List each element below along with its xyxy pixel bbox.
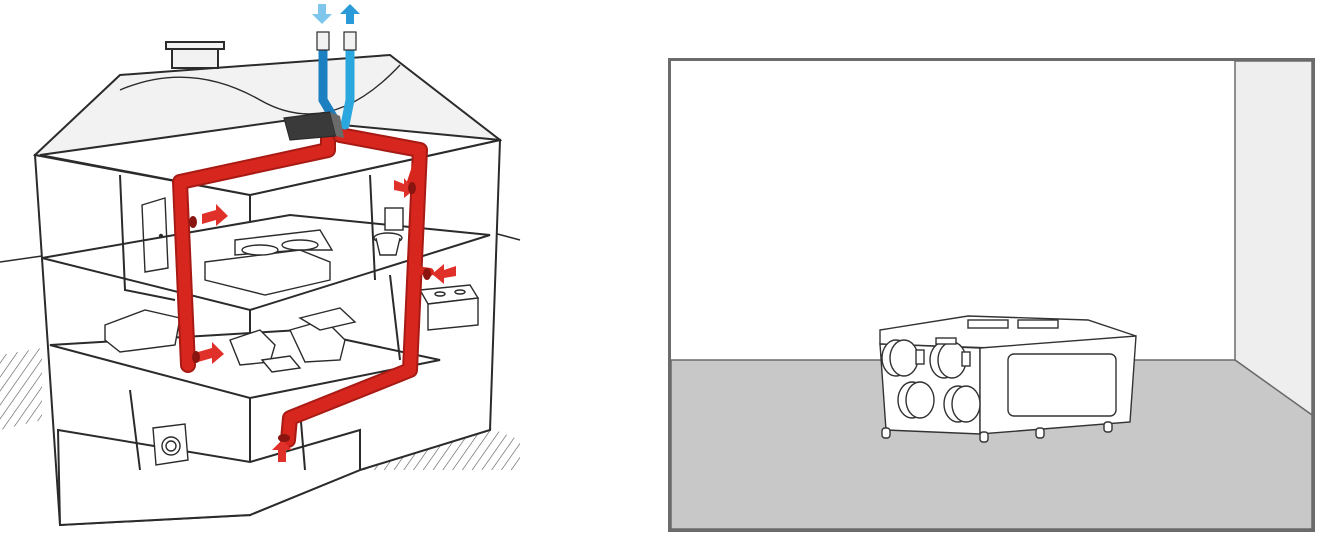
floor: [670, 359, 1313, 530]
exhaust-arrow: [340, 4, 360, 24]
extract-arrows: [198, 178, 456, 462]
bed-icon: [204, 229, 334, 296]
washing-machine-icon: [152, 423, 189, 466]
side-wall: [1234, 60, 1313, 417]
extract-ductwork: [172, 122, 434, 448]
room-installation-diagram: [668, 58, 1320, 532]
duct-grilles: [189, 182, 431, 442]
ground-hatch-left: [0, 348, 42, 430]
door-icon: [141, 197, 169, 273]
stove-icon: [418, 284, 480, 331]
house-ventilation-diagram: [0, 0, 530, 543]
heat-recovery-unit-icon: [879, 315, 1137, 443]
intake-arrow: [312, 4, 332, 24]
ventilation-unit-icon: [283, 111, 344, 141]
horizon-line-left: [0, 255, 43, 263]
roof-terminals: [316, 31, 357, 51]
toilet-icon: [373, 207, 404, 256]
sofa-icon: [104, 307, 357, 373]
